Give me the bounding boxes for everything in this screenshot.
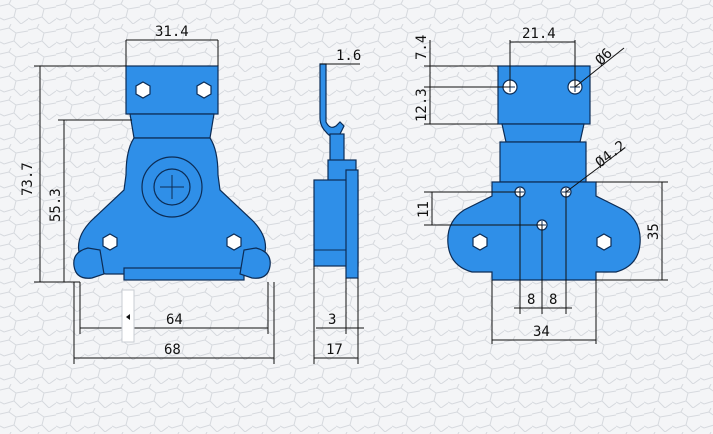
side-rear-plate bbox=[345, 169, 359, 279]
back-dim-lower-height: 11 bbox=[416, 201, 432, 218]
back-top-plate bbox=[497, 65, 591, 125]
back-dim-base-width: 34 bbox=[533, 324, 550, 340]
front-hole-right bbox=[226, 233, 242, 251]
front-view: 31.4 73.7 55.3 64 68 bbox=[20, 24, 275, 364]
back-dim-top-hole-spacing: 21.4 bbox=[522, 26, 556, 42]
front-right-roll bbox=[239, 247, 271, 279]
front-dim-top-width: 31.4 bbox=[155, 24, 189, 40]
front-bottom-lip bbox=[123, 267, 245, 281]
side-dim-hook-thickness: 1.6 bbox=[336, 48, 361, 64]
front-dim-overall-width: 68 bbox=[164, 342, 181, 358]
back-neck bbox=[501, 123, 585, 143]
back-view: 21.4 Ø6 7.4 12.3 Ø4.2 11 35 8 8 bbox=[414, 26, 668, 344]
side-dim-plate-thickness: 3 bbox=[328, 312, 336, 328]
back-hole-hex-left bbox=[472, 233, 488, 251]
front-dim-total-height: 73.7 bbox=[20, 162, 36, 196]
front-hinge bbox=[129, 113, 215, 139]
back-dim-spacing-right: 8 bbox=[549, 292, 557, 308]
front-hole-left bbox=[102, 233, 118, 251]
front-hole-top-left bbox=[135, 81, 151, 99]
front-dim-body-height: 55.3 bbox=[48, 188, 64, 222]
front-marker-arrow bbox=[126, 314, 130, 320]
back-dim-top-offset: 7.4 bbox=[414, 35, 430, 60]
back-dim-spacing-left: 8 bbox=[527, 292, 535, 308]
front-hole-top-right bbox=[196, 81, 212, 99]
back-dim-top-height: 12.3 bbox=[414, 88, 430, 122]
front-left-roll bbox=[73, 247, 105, 279]
back-dim-base-height: 35 bbox=[646, 223, 662, 240]
back-hole-hex-right bbox=[596, 233, 612, 251]
side-view: 1.6 3 17 bbox=[313, 48, 364, 364]
front-dim-hole-width: 64 bbox=[166, 312, 183, 328]
side-dim-overall-depth: 17 bbox=[326, 342, 343, 358]
front-knob-slot bbox=[160, 175, 184, 199]
back-upper-body bbox=[499, 141, 587, 183]
